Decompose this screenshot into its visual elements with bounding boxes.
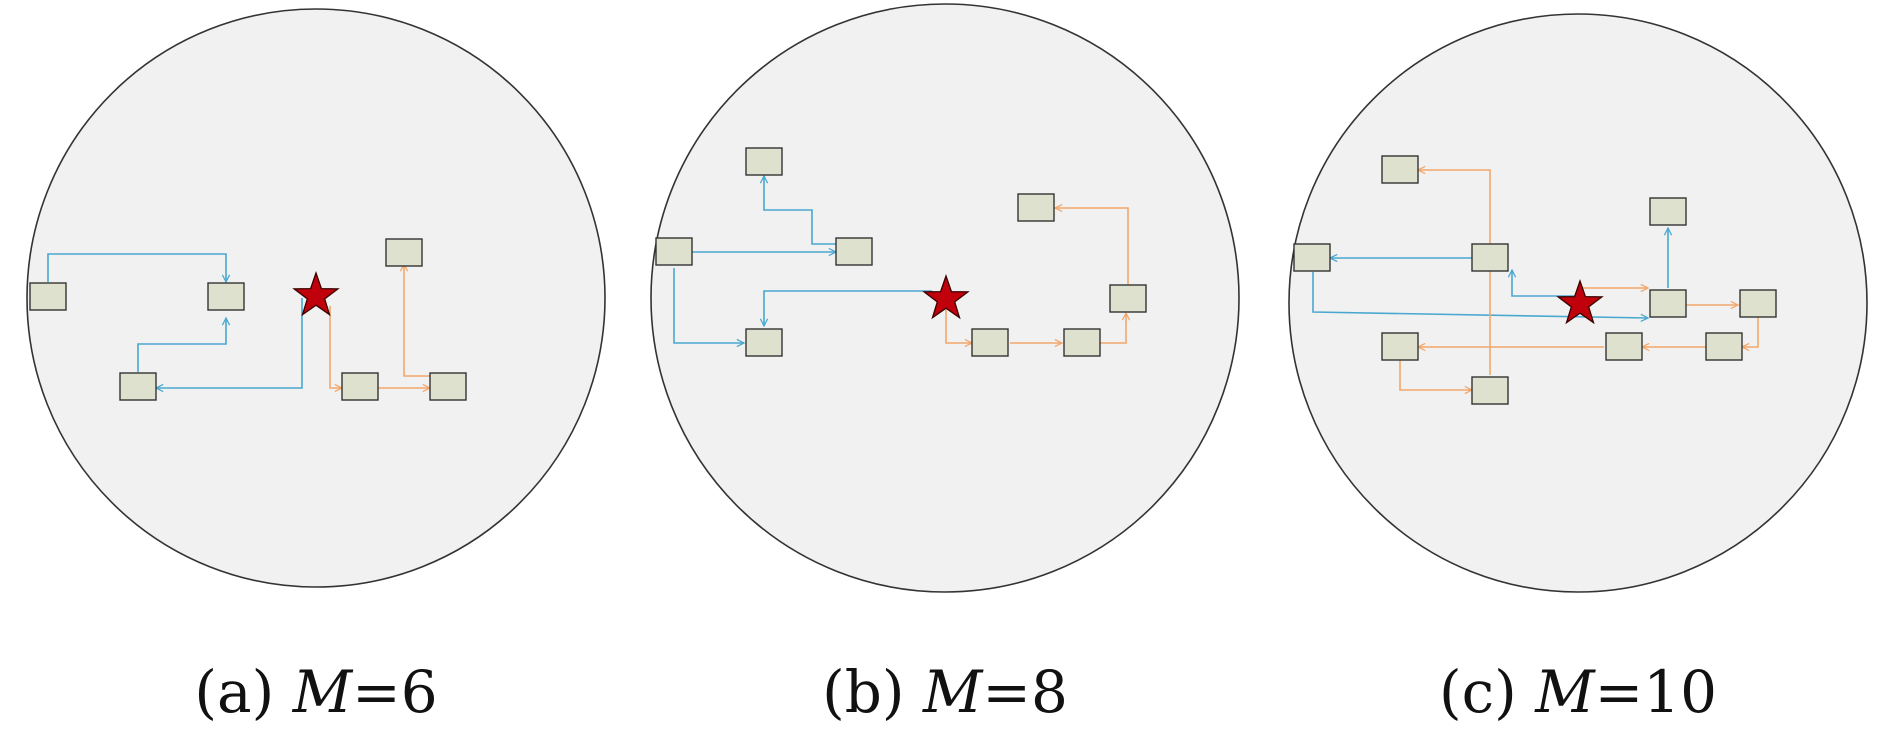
base-station-star-icon [1556, 279, 1604, 325]
route-path [1312, 272, 1648, 318]
node-box [207, 282, 245, 311]
panel-c [1288, 13, 1868, 593]
node-box [1649, 289, 1687, 318]
node-box [745, 147, 783, 176]
node-box [29, 282, 67, 311]
nodes [1293, 155, 1777, 405]
route-path [1418, 170, 1491, 375]
node-box [1705, 332, 1743, 361]
node-box [1063, 328, 1101, 357]
caption-c-variable: M [1534, 658, 1596, 726]
caption-a-label: (a) [194, 658, 274, 726]
node-box [1017, 193, 1055, 222]
node-box [745, 328, 783, 357]
route-path [1055, 208, 1129, 284]
orange-paths [1399, 170, 1759, 390]
caption-a: (a) M=6 [194, 658, 437, 726]
node-box [119, 372, 157, 401]
nodes [29, 238, 467, 401]
caption-c-operator: = [1595, 658, 1644, 726]
orange-paths [945, 208, 1129, 344]
node-box [341, 372, 379, 401]
route-path [156, 298, 303, 388]
caption-b-value: 8 [1031, 658, 1068, 726]
caption-a-variable: M [292, 658, 354, 726]
node-box [1739, 289, 1777, 318]
node-box [1109, 284, 1147, 313]
route-path [764, 290, 932, 326]
caption-a-operator: = [352, 658, 401, 726]
node-box [1381, 155, 1419, 184]
route-path [945, 306, 972, 343]
route-path [1100, 313, 1126, 344]
caption-c: (c) M=10 [1439, 658, 1717, 726]
route-path [47, 253, 226, 282]
blue-paths [47, 253, 303, 388]
caption-c-label: (c) [1439, 658, 1517, 726]
caption-a-value: 6 [401, 658, 438, 726]
nodes [655, 147, 1147, 357]
node-box [1293, 243, 1331, 272]
node-box [835, 237, 873, 266]
panel-a [26, 8, 606, 588]
base-station-star-icon [292, 271, 340, 317]
route-path [137, 318, 226, 372]
route-path [1399, 360, 1472, 390]
route-path [329, 306, 342, 388]
caption-b-label: (b) [822, 658, 904, 726]
node-box [385, 238, 423, 267]
node-box [1381, 332, 1419, 361]
route-path [673, 268, 744, 343]
caption-c-value: 10 [1643, 658, 1717, 726]
route-path [1512, 270, 1580, 297]
panel-b [650, 3, 1240, 593]
node-box [971, 328, 1009, 357]
route-path [764, 176, 836, 245]
blue-paths [1312, 228, 1668, 318]
node-box [1605, 332, 1643, 361]
route-path [1742, 316, 1759, 347]
blue-paths [673, 176, 932, 343]
node-box [1471, 243, 1509, 272]
node-box [429, 372, 467, 401]
node-box [655, 237, 693, 266]
caption-b-variable: M [922, 658, 984, 726]
base-station-star-icon [922, 274, 970, 320]
node-box [1471, 376, 1509, 405]
caption-b-operator: = [982, 658, 1031, 726]
node-box [1649, 197, 1687, 226]
caption-b: (b) M=8 [822, 658, 1068, 726]
